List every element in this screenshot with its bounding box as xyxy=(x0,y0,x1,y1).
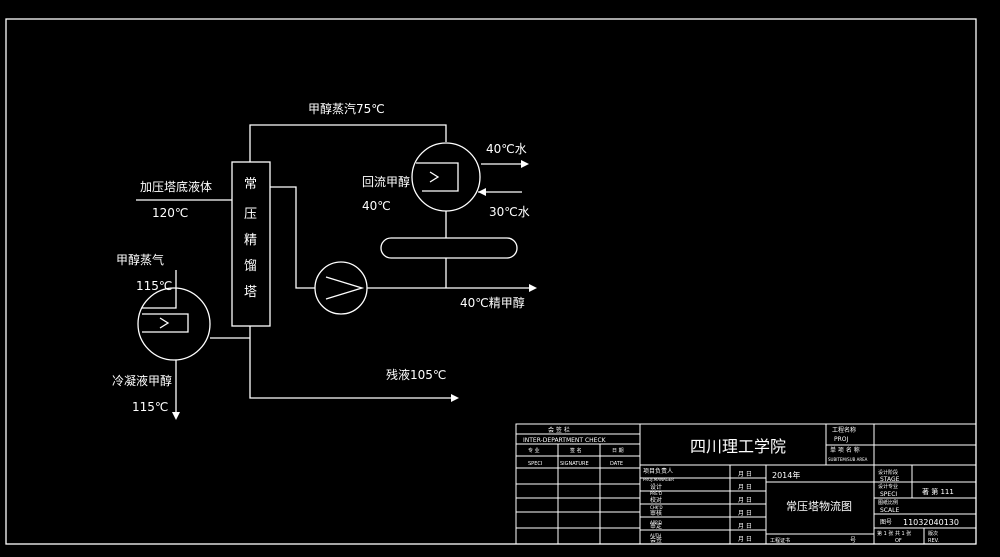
role-design-en: PRE'D xyxy=(650,491,662,496)
title-block: 会 签 栏 INTER-DEPARTMENT CHECK 专 业 SPECI 签… xyxy=(515,423,977,545)
role-check: 校对 xyxy=(650,496,662,504)
proj-name: 工程名称 xyxy=(832,426,856,434)
drawing-title: 常压塔物流图 xyxy=(786,499,852,513)
cw-out-arrow xyxy=(521,160,529,168)
date-row-4: 月 日 xyxy=(738,510,752,517)
residue-line xyxy=(249,326,451,399)
cw-in-arrow xyxy=(478,188,486,196)
cw-out-label: 40℃水 xyxy=(486,142,527,156)
sign-en: SIGNATURE xyxy=(560,461,589,467)
cert-value: 号 xyxy=(850,537,856,544)
overhead-vapor-line xyxy=(249,124,447,162)
reboiler-tube-bend xyxy=(159,317,170,329)
scale-value: 著 第 111 xyxy=(922,487,954,496)
number-label: 图号 xyxy=(880,519,892,526)
vapor-top-label: 甲醇蒸汽75℃ xyxy=(308,101,385,116)
date-row-5: 月 日 xyxy=(738,523,752,530)
role-approve: 审定 xyxy=(650,522,662,530)
sign-cn: 签 名 xyxy=(570,447,582,454)
role-approve-en: AUTH xyxy=(650,533,661,538)
steam-label: 甲醇蒸气 xyxy=(116,252,164,267)
stage-en: STAGE xyxy=(880,476,900,483)
condensate-label: 冷凝液甲醇 xyxy=(112,373,172,388)
subitem-en: SUBITEM/SUB AREA xyxy=(828,457,868,462)
institute-name: 四川理工学院 xyxy=(690,437,786,456)
scale-cn: 图纸比例 xyxy=(878,499,898,506)
condenser-tube-bend xyxy=(429,171,440,183)
condenser-exchanger xyxy=(411,142,481,212)
role-sign: 会签 xyxy=(650,536,662,544)
rev-en: REV. xyxy=(928,538,939,544)
check-title: 会 签 栏 xyxy=(548,426,570,434)
date-row-3: 月 日 xyxy=(738,497,752,504)
speci2-cn: 设计专业 xyxy=(878,483,898,490)
stage-cn: 设计阶段 xyxy=(878,469,898,476)
pump-symbol xyxy=(325,276,365,300)
atmospheric-column xyxy=(231,161,271,327)
column-char-2: 压 xyxy=(244,207,257,222)
role-manager: 项目负责人 xyxy=(643,467,673,475)
cert-label: 工程证书 xyxy=(770,537,790,544)
reflux-pump xyxy=(314,261,368,315)
number-value: 11032040130 xyxy=(903,518,959,527)
steam-inlet-line xyxy=(142,270,177,309)
scale-en: SCALE xyxy=(880,507,899,514)
speci-cn: 专 业 xyxy=(528,447,540,454)
cw-in-label: 30℃水 xyxy=(489,205,530,219)
speci-en: SPECI xyxy=(528,461,542,467)
proj-en: PROJ xyxy=(834,436,849,443)
feed-temp: 120℃ xyxy=(152,206,188,220)
date-en: DATE xyxy=(610,461,623,467)
residue-label: 残液105℃ xyxy=(386,367,446,382)
date-row-6: 月 日 xyxy=(738,536,752,543)
drawing-border xyxy=(5,18,977,545)
reflux-label: 回流甲醇 xyxy=(362,174,410,189)
column-char-4: 馏 xyxy=(244,259,257,274)
column-char-5: 塔 xyxy=(244,285,257,300)
reflux-temp: 40℃ xyxy=(362,199,391,213)
reboiler-exchanger xyxy=(137,287,211,361)
year: 2014年 xyxy=(772,470,800,480)
speci2-en: SPECI xyxy=(880,491,897,498)
column-char-3: 精 xyxy=(244,233,257,248)
role-review-en: APP'D xyxy=(650,520,662,525)
condenser-tube-bundle xyxy=(416,162,459,192)
sheet-en: OF xyxy=(895,538,902,544)
reflux-return-line xyxy=(270,186,315,289)
subitem-name: 单 项 名 称 xyxy=(830,446,860,454)
reflux-drum xyxy=(380,237,518,259)
product-arrow xyxy=(529,284,537,292)
role-manager-en: PROJ.MANAGER xyxy=(643,477,674,482)
role-design: 设计 xyxy=(650,483,662,491)
steam-temp: 115℃ xyxy=(136,279,172,293)
column-char-1: 常 xyxy=(244,177,257,192)
date-row-2: 月 日 xyxy=(738,484,752,491)
condensate-temp: 115℃ xyxy=(132,400,168,414)
role-review: 审核 xyxy=(650,509,662,517)
date-row-1: 月 日 xyxy=(738,471,752,478)
feed-label: 加压塔底液体 xyxy=(140,179,212,194)
condensate-arrow xyxy=(172,412,180,420)
reboiler-tube-bundle xyxy=(142,313,189,333)
role-check-en: CHK'D xyxy=(650,505,663,510)
rev-cn: 版次 xyxy=(928,530,938,537)
date-cn: 日 期 xyxy=(612,448,624,454)
sheet-cn: 第 1 张 共 1 张 xyxy=(877,530,911,537)
check-en: INTER-DEPARTMENT CHECK xyxy=(523,437,607,444)
residue-arrow xyxy=(451,394,459,402)
product-label: 40℃精甲醇 xyxy=(460,295,525,310)
